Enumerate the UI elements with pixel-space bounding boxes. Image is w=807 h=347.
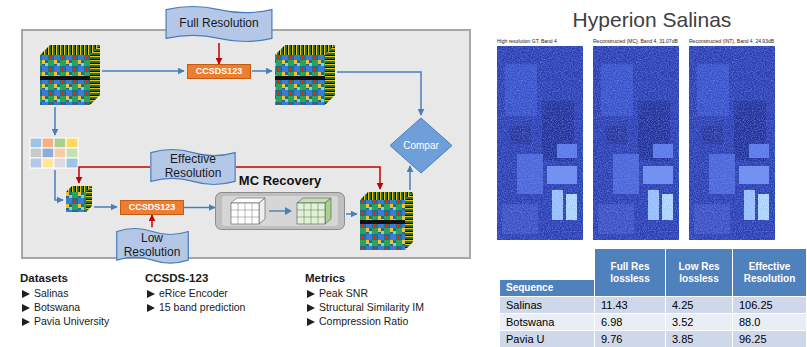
table-header-cell: Full Res lossless [595, 249, 666, 296]
image-caption: Reconstructed (MC), Band 4, 31.07dB [593, 38, 678, 44]
list-item: Structural Similarity IM [305, 301, 424, 313]
image-caption: Reconstructed (INT), Band 4, 24.93dB [689, 38, 774, 44]
table-cell: Salinas [500, 296, 595, 313]
encoder-box: CCSDS123 [187, 64, 251, 79]
table-cell: Pavia U [500, 330, 595, 347]
image-caption: High resolution GT, Band 4 [497, 38, 557, 44]
process-panel [22, 30, 470, 258]
table-header-cell: Low Res lossless [666, 249, 733, 296]
list-heading: Metrics [305, 272, 345, 284]
resolution-banner: Full Resolution [165, 5, 273, 43]
node-label: Compar [403, 140, 439, 152]
table-cell: 9.76 [595, 330, 666, 347]
list-heading: Datasets [20, 272, 68, 284]
recovery-illustration [215, 192, 345, 230]
data-cube [275, 45, 335, 105]
node-label: Full Resolution [173, 17, 265, 31]
list-item: Peak SNR [305, 287, 368, 299]
small-data-cube [66, 186, 92, 212]
banner-outline [116, 229, 188, 264]
band-image [497, 46, 775, 240]
recovery-block: MC Recovery [215, 192, 345, 230]
banner-outline [151, 150, 235, 185]
resolution-banner: Low Resolution [116, 227, 189, 265]
slide-title: Hyperion Salinas [497, 8, 807, 32]
list-heading: CCSDS-123 [145, 272, 208, 284]
node-label: Low Resolution [124, 232, 181, 260]
encoder-box: CCSDS123 [120, 200, 184, 215]
data-cube [360, 192, 413, 250]
connector-arrow [218, 43, 220, 64]
resolution-banner: Effective Resolution [150, 148, 236, 186]
list-item: Pavia University [20, 315, 109, 327]
node-label: Effective Resolution [158, 153, 228, 181]
connector-arrow [151, 215, 153, 227]
table-header-cell: Sequence [500, 280, 595, 296]
list-item: Botswana [20, 301, 80, 313]
table-cell: 96.25 [733, 330, 807, 347]
table-cell: 3.52 [666, 313, 733, 330]
list-item: Salinas [20, 287, 68, 299]
connector-arrow [184, 207, 215, 209]
sampling-grid [30, 138, 78, 168]
table-header-cell: Effective Resolution [733, 249, 807, 296]
list-item: 15 band prediction [145, 301, 245, 313]
data-cube [40, 45, 100, 105]
table-cell: Botswana [500, 313, 595, 330]
table-cell: 106.25 [733, 296, 807, 313]
node-label: CCSDS123 [124, 203, 180, 212]
table-cell: 4.25 [666, 296, 733, 313]
table-cell: 11.43 [595, 296, 666, 313]
list-item: eRice Encoder [145, 287, 228, 299]
table-cell: 88.0 [733, 313, 807, 330]
node-label: CCSDS123 [191, 67, 247, 76]
diamond-outline [390, 118, 452, 173]
banner-outline [166, 7, 272, 42]
compare-diamond: Compar [390, 118, 452, 173]
list-item: Compression Ratio [305, 315, 408, 327]
block-heading: MC Recovery [239, 173, 321, 188]
table-cell: 3.85 [666, 330, 733, 347]
table-cell: 6.98 [595, 313, 666, 330]
